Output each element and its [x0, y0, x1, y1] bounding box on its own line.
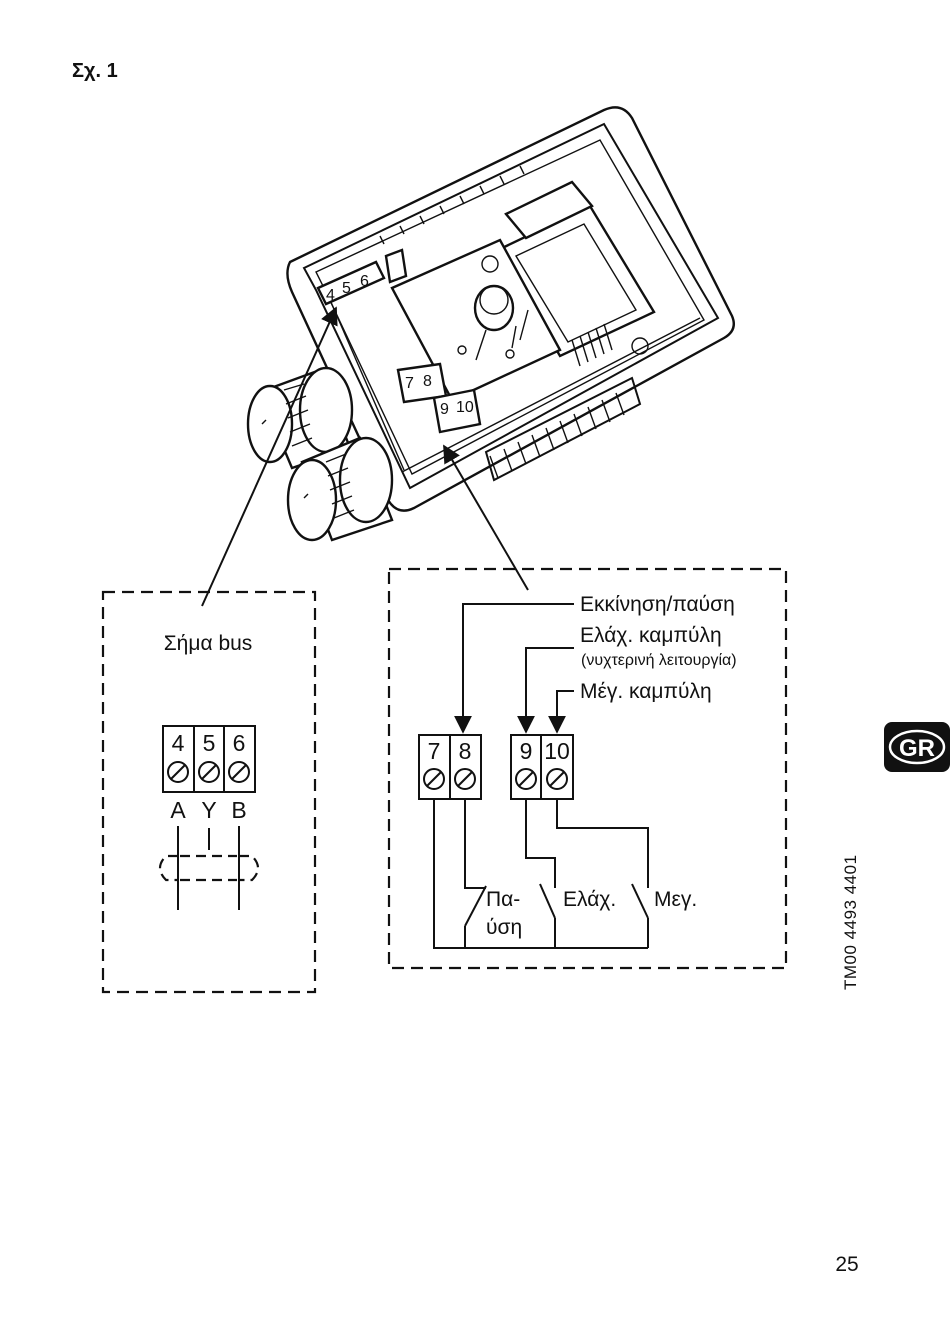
- page-number: 25: [835, 1253, 858, 1276]
- cable-gland-lower: [286, 436, 394, 542]
- bus-wire-label-b: B: [231, 797, 246, 823]
- min-curve-arrow: [517, 647, 574, 734]
- control-screw-10: [546, 768, 568, 790]
- min-curve-label: Ελάχ. καμπύλη: [580, 624, 722, 647]
- bus-terminal-5: 5: [203, 730, 216, 756]
- control-screw-8: [454, 768, 476, 790]
- switch-max-label: Μεγ.: [654, 888, 697, 911]
- device-illustration: 4 5 6 7 8 9 10: [246, 106, 735, 542]
- switch-min-label: Ελάχ.: [563, 888, 616, 911]
- bus-cable-wires: [177, 826, 240, 910]
- language-badge: GR: [884, 722, 950, 772]
- bus-wire-label-a: A: [170, 797, 186, 823]
- bus-panel-frame: [101, 590, 317, 994]
- device-terminal-6: 6: [360, 273, 369, 290]
- cable-gland-upper: [246, 366, 354, 470]
- max-curve-arrow: [548, 690, 574, 734]
- bus-wire-label-y: Y: [201, 797, 216, 823]
- control-terminal-9: 9: [520, 738, 533, 764]
- start-stop-label: Εκκίνηση/παύση: [580, 593, 735, 616]
- device-terminal-5: 5: [342, 280, 351, 297]
- device-bus-terminal-block: 4 5 6: [316, 260, 386, 306]
- bus-terminal-4: 4: [172, 730, 185, 756]
- device-terminal-8: 8: [423, 373, 432, 390]
- bus-terminal-block: 4 5 6: [162, 725, 256, 793]
- drawing-code: TM00 4493 4401: [841, 854, 860, 990]
- device-terminal-10: 10: [456, 399, 474, 416]
- max-curve-label: Μέγ. καμπύλη: [580, 680, 712, 703]
- control-terminal-block-9-10: 9 10: [510, 734, 574, 800]
- start-stop-arrow: [454, 603, 574, 734]
- switch-stop-label-line2: ύση: [486, 916, 522, 939]
- control-terminal-10: 10: [544, 738, 570, 764]
- control-wiring: [433, 799, 649, 949]
- control-terminal-8: 8: [459, 738, 472, 764]
- control-terminal-7: 7: [428, 738, 441, 764]
- language-badge-text: GR: [899, 735, 935, 762]
- device-control-terminal-block: 7 8 9 10: [396, 362, 482, 434]
- control-screw-9: [515, 768, 537, 790]
- control-terminal-block-7-8: 7 8: [418, 734, 482, 800]
- bus-signal-panel: Σήμα bus 4 5 6 A Y B: [101, 590, 317, 994]
- control-leader-arrow: [443, 444, 529, 591]
- device-terminal-9: 9: [440, 401, 449, 418]
- figure-title: Σχ. 1: [72, 60, 118, 82]
- control-panel: Εκκίνηση/παύση Ελάχ. καμπύλη (νυχτερινή …: [387, 567, 788, 970]
- bus-cable-shield: [158, 854, 260, 882]
- bus-panel-title: Σήμα bus: [164, 632, 253, 655]
- control-screw-7: [423, 768, 445, 790]
- bus-screw-4: [167, 761, 189, 783]
- control-panel-frame: [387, 567, 788, 970]
- device-terminal-7: 7: [405, 375, 414, 392]
- bus-screw-6: [228, 761, 250, 783]
- bus-screw-5: [198, 761, 220, 783]
- bus-terminal-6: 6: [233, 730, 246, 756]
- switch-stop-label-line1: Πα-: [486, 888, 520, 911]
- min-curve-note: (νυχτερινή λειτουργία): [581, 652, 737, 669]
- bus-leader-arrow: [201, 306, 338, 607]
- device-terminal-4: 4: [326, 287, 335, 304]
